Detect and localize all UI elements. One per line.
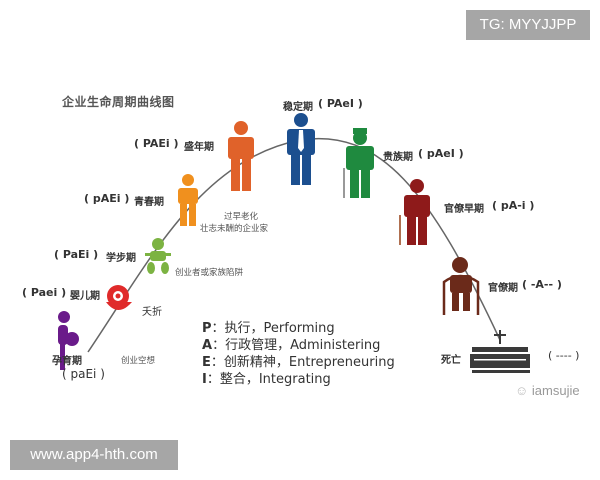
note-premature-aging-1: 过早老化 <box>224 212 259 222</box>
legend-row-p: P：执行，Performing <box>202 321 335 336</box>
early-bureaucracy-figure-icon <box>399 179 430 245</box>
stage-label-aristocracy: 贵族期 <box>383 152 413 163</box>
note-infant-death: 夭折 <box>142 307 162 318</box>
stage-code-toddler: ( PaEi ) <box>54 248 99 261</box>
stage-label-youth: 青春期 <box>134 197 164 208</box>
stage-code-early-bureaucracy: ( pA-i ) <box>492 199 535 212</box>
diagram-title: 企业生命周期曲线图 <box>62 95 175 109</box>
stage-label-infant: 婴儿期 <box>70 291 100 302</box>
stable-figure-icon <box>287 113 315 185</box>
legend-row-e: E：创新精神，Entrepreneuring <box>202 355 395 370</box>
pregnant-figure-icon <box>58 311 79 370</box>
watermark-url: www.app4-hth.com <box>10 440 178 470</box>
note-founder-trap: 创业者或家族陷阱 <box>175 268 244 278</box>
legend-row-a: A：行政管理，Administering <box>202 338 381 353</box>
pael-legend: P：执行，Performing A：行政管理，Administering E：创… <box>202 320 395 388</box>
youth-figure-icon <box>178 174 198 226</box>
stage-code-bureaucracy: ( -A-- ) <box>522 278 562 291</box>
aristocracy-figure-icon <box>343 128 374 198</box>
legend-row-i: I：整合，Integrating <box>202 372 331 387</box>
stage-code-stable: ( PAeI ) <box>318 97 363 110</box>
stage-code-death: ( ---- ) <box>548 349 580 362</box>
brand-watermark: ☺ iamsujie <box>515 383 580 398</box>
infant-figure-icon <box>106 285 132 310</box>
coffin-cross-icon <box>470 330 530 373</box>
stage-code-prime: ( PAEi ) <box>134 137 179 150</box>
bureaucracy-wheelchair-icon <box>442 257 480 315</box>
stage-code-pregnancy: ( paEi ) <box>62 367 105 381</box>
stage-label-pregnancy: 孕育期 <box>52 356 82 367</box>
stage-code-aristocracy: ( pAeI ) <box>418 147 464 160</box>
toddler-figure-icon <box>145 238 171 274</box>
stage-label-bureaucracy: 官僚期 <box>488 283 518 294</box>
stage-code-infant: ( Paei ) <box>22 286 67 299</box>
stage-label-toddler: 学步期 <box>106 253 136 264</box>
stage-label-death: 死亡 <box>441 355 461 366</box>
note-fantasy: 创业空想 <box>121 356 156 366</box>
note-premature-aging-2: 壮志未酬的企业家 <box>200 224 269 234</box>
stage-code-youth: ( pAEi ) <box>84 192 130 205</box>
watermark-tg: TG: MYYJJPP <box>466 10 590 40</box>
prime-figure-icon <box>228 121 254 191</box>
wechat-icon: ☺ <box>515 383 532 398</box>
stage-label-prime: 盛年期 <box>184 142 214 153</box>
stage-label-early-bureaucracy: 官僚早期 <box>444 204 484 215</box>
stage-label-stable: 稳定期 <box>283 102 313 113</box>
